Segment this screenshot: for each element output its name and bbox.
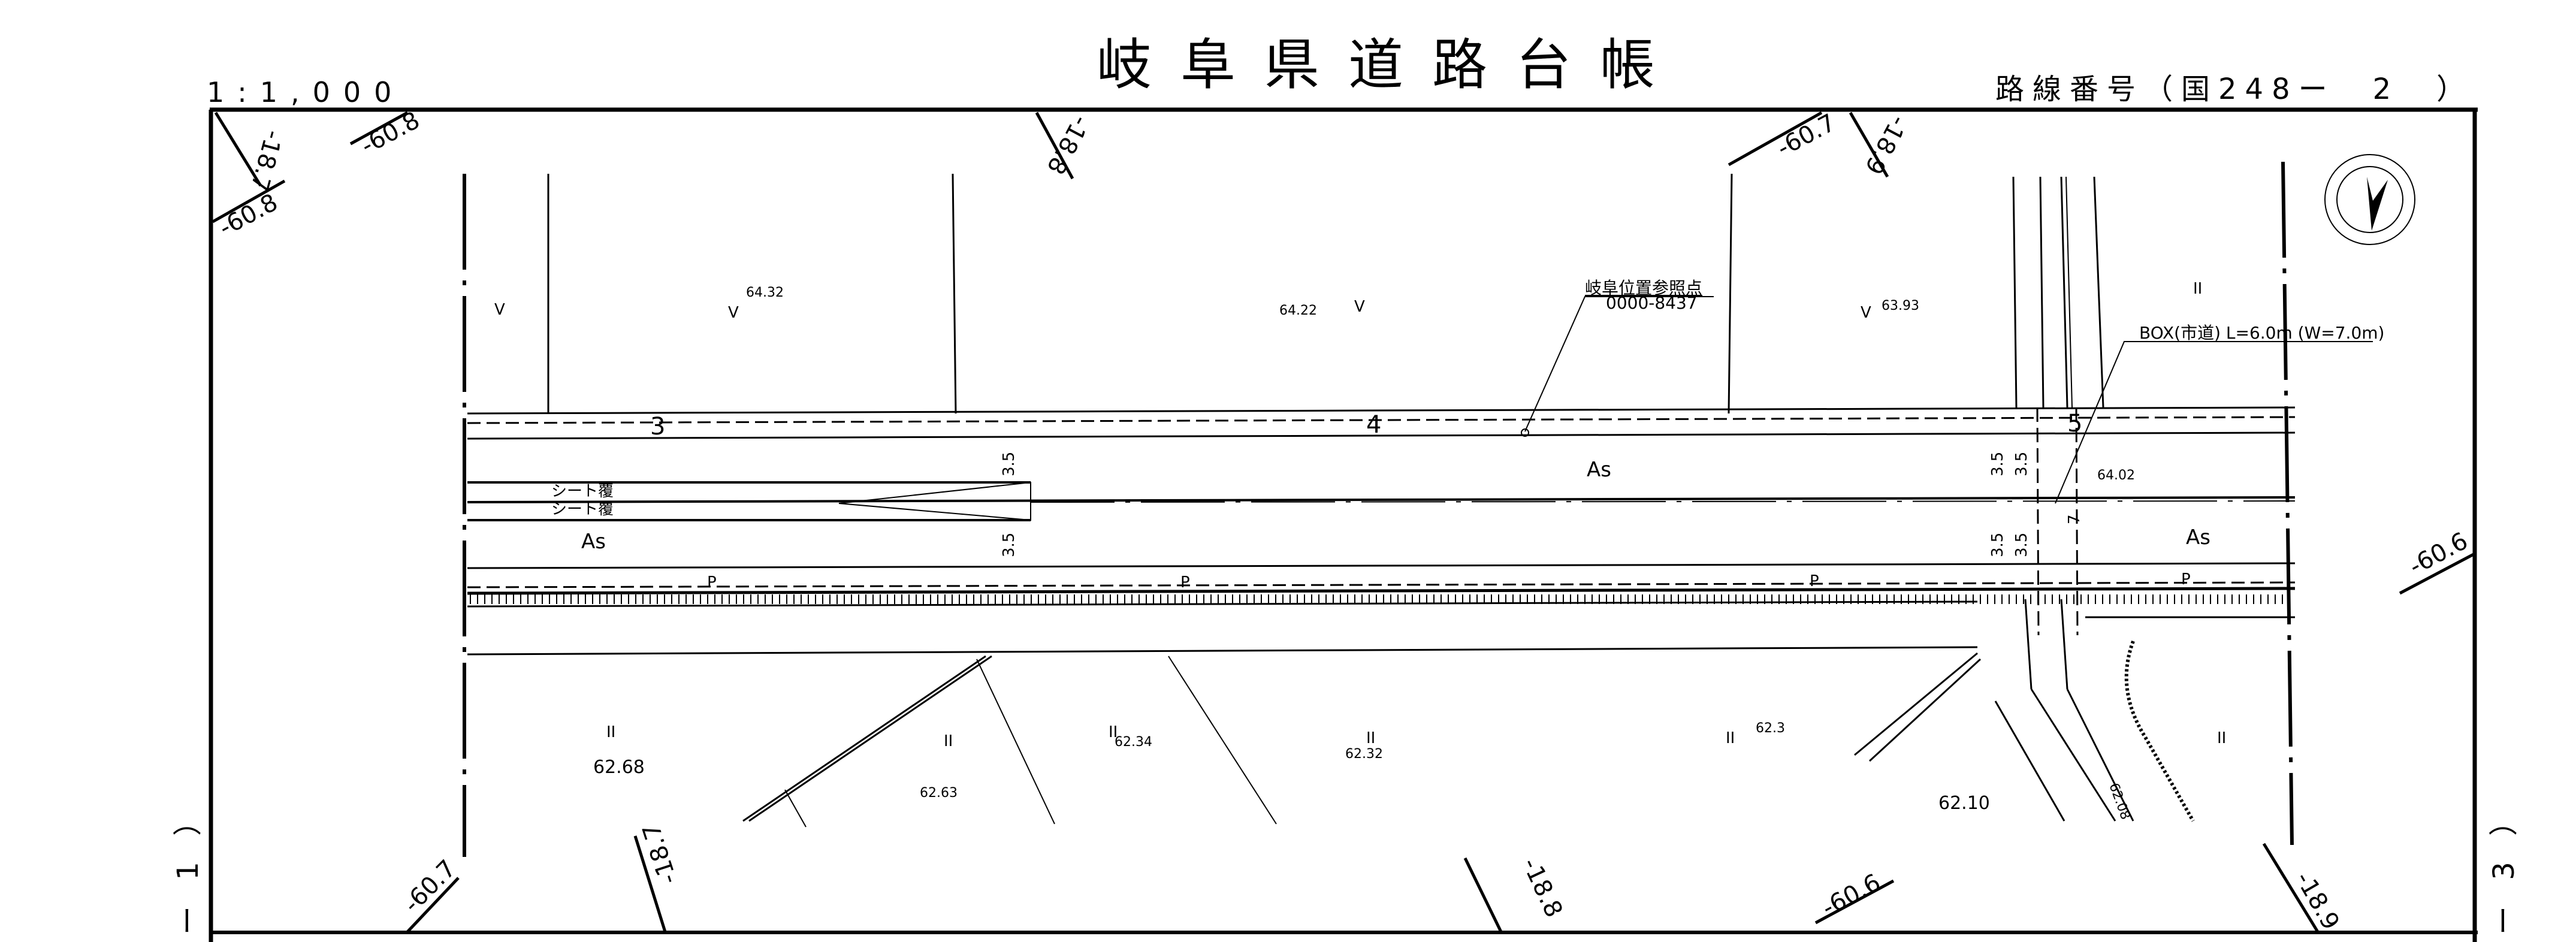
slope-label: -60.8: [357, 107, 424, 160]
elevation-label: 64.22: [1279, 303, 1317, 318]
slope-label: -60.8: [215, 189, 282, 242]
slope-label: -18.9: [1859, 111, 1913, 179]
dimension-label: 7: [2065, 514, 2083, 524]
box-culvert-note: BOX(市道) L=6.0m (W=7.0m): [2139, 323, 2384, 343]
parcel-lines-bottom: [742, 599, 2295, 828]
elevation-label: 62.68: [593, 757, 645, 778]
dimension-label: 3.5: [1000, 533, 1018, 557]
gutter-hatching: [470, 594, 2283, 604]
elevation-label: 64.32: [746, 285, 784, 300]
station-number: 3: [650, 413, 665, 440]
station-number: 4: [1366, 411, 1381, 439]
field-mark: II: [2217, 729, 2226, 747]
slope-label: -18.8: [1041, 111, 1095, 179]
intersection-boundary: [2036, 407, 2040, 636]
station-number: 5: [2067, 410, 2082, 437]
elevation-label: 62.32: [1345, 747, 1383, 762]
field-mark: II: [2193, 280, 2202, 298]
pavement-label: As: [581, 530, 606, 554]
parcel-lines-top: [547, 173, 2104, 414]
field-mark: II: [1366, 729, 1375, 747]
field-mark: II: [944, 732, 953, 750]
check-mark: V: [728, 304, 739, 322]
check-mark: V: [1861, 304, 1871, 322]
slope-label: -18.7: [638, 820, 683, 887]
sidewalk-label: P: [1810, 572, 1819, 590]
main-road: [467, 406, 2296, 656]
reference-point-title: 岐阜位置参照点: [1585, 278, 1702, 298]
ref-point-leader: [1524, 296, 1714, 432]
slope-label: -60.7: [1772, 109, 1840, 162]
sidewalk-label: P: [707, 573, 717, 591]
field-mark: II: [1109, 723, 1118, 741]
route-number: 路線番号（国248ー 2 ）: [1995, 73, 2474, 106]
elevation-label: 63.93: [1882, 298, 1919, 313]
elevation-label: 62.34: [1115, 735, 1152, 750]
sheet-number-left: ー 1 ）: [171, 799, 205, 935]
pavement-label: As: [1587, 458, 1611, 482]
ref-point-marker: [1521, 428, 1529, 437]
north-arrow-icon: [2324, 154, 2415, 245]
slope-label: -60.6: [1817, 869, 1885, 922]
dimension-label: 3.5: [1989, 533, 2007, 557]
sidewalk-label: P: [2181, 570, 2191, 588]
elevation-label: 62.3: [1756, 721, 1785, 736]
dimension-label: 3.5: [2013, 533, 2031, 557]
drawing-frame: [209, 107, 2478, 942]
sheet-cover-label: シート覆: [551, 500, 614, 518]
dimension-label: 3.5: [2013, 452, 2031, 476]
scale-label: 1:1,000: [207, 76, 404, 108]
elevation-label: 64.02: [2097, 468, 2135, 483]
field-mark: II: [606, 723, 615, 741]
box-culvert-leader: [2055, 341, 2373, 504]
slope-label: -18.8: [1517, 854, 1568, 922]
elevation-label: 62.08: [2106, 781, 2133, 822]
sheet-cover-label: シート覆: [551, 482, 614, 500]
elevation-label: 62.63: [920, 786, 958, 801]
dimension-label: 3.5: [1000, 452, 1018, 476]
reference-point-code: 0000-8437: [1606, 293, 1698, 313]
field-mark: II: [1726, 729, 1735, 747]
road-boundary-lines: [463, 161, 2294, 857]
pavement-label: As: [2186, 526, 2210, 550]
check-mark: V: [494, 301, 505, 319]
dimension-label: 3.5: [1989, 452, 2007, 476]
intersection-boundary: [2075, 407, 2079, 636]
dimension-labels: 3.5 3.5 3.5 3.5 3.5 3.5 7: [1000, 452, 2083, 557]
sidewalk-label: P: [1180, 573, 1190, 591]
drawing-title: 岐阜県道路台帳: [1097, 33, 1684, 97]
land-use-marks: V V V V II II II II II II II: [494, 280, 2226, 750]
check-mark: V: [1354, 298, 1365, 316]
elevation-label: 62.10: [1938, 793, 1990, 814]
sheet-number-right: ー 3 ）: [2487, 799, 2521, 935]
